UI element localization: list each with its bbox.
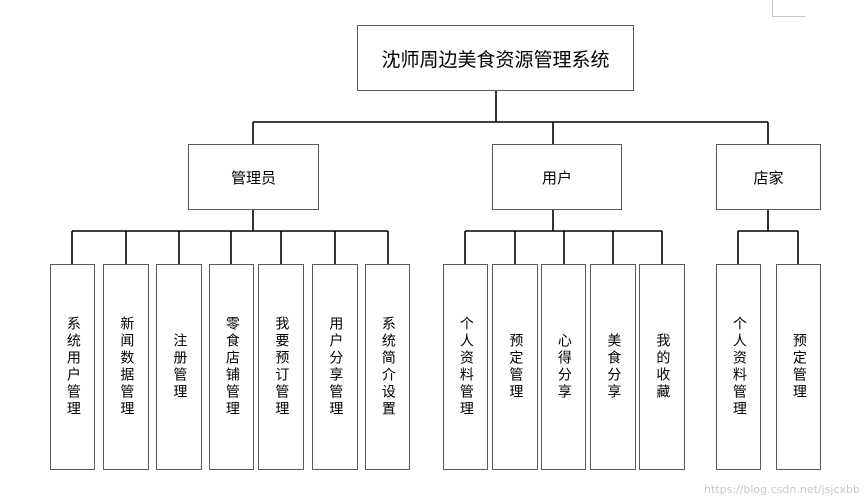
node-user: 用户 [492,144,622,210]
node-merchant: 店家 [716,144,821,210]
node-label: 管理员 [230,168,276,187]
leaf-node: 系统简介设置 [365,264,410,470]
leaf-node: 个人资料管理 [716,264,761,470]
leaf-node: 注册管理 [156,264,202,470]
leaf-label: 我的收藏 [654,333,671,401]
leaf-node: 用户分享管理 [312,264,358,470]
watermark-text: https://blog.csdn.net/jsjcxbb [703,483,860,496]
leaf-node: 零食店铺管理 [209,264,254,470]
leaf-node: 系统用户管理 [50,264,95,470]
leaf-label: 用户分享管理 [327,316,344,418]
leaf-label: 预定管理 [790,333,807,401]
leaf-label: 个人资料管理 [457,316,474,418]
leaf-node: 个人资料管理 [443,264,488,470]
leaf-label: 美食分享 [605,333,622,401]
leaf-label: 预定管理 [507,333,524,401]
leaf-label: 我要预订管理 [273,316,290,418]
root-label: 沈师周边美食资源管理系统 [381,48,610,71]
leaf-node: 心得分享 [541,264,586,470]
leaf-label: 系统用户管理 [64,316,81,418]
leaf-node: 预定管理 [776,264,821,470]
leaf-label: 注册管理 [171,333,188,401]
leaf-node: 我的收藏 [639,264,685,470]
leaf-node: 预定管理 [492,264,538,470]
leaf-label: 新闻数据管理 [118,316,135,418]
root-node: 沈师周边美食资源管理系统 [357,25,634,91]
leaf-label: 零食店铺管理 [223,316,240,418]
corner-mark [772,0,774,16]
corner-mark [772,16,806,18]
node-label: 店家 [753,168,784,187]
leaf-label: 心得分享 [555,333,572,401]
leaf-node: 我要预订管理 [258,264,304,470]
leaf-label: 个人资料管理 [730,316,747,418]
leaf-node: 美食分享 [590,264,636,470]
leaf-label: 系统简介设置 [379,316,396,418]
node-label: 用户 [541,168,572,187]
leaf-node: 新闻数据管理 [103,264,149,470]
node-admin: 管理员 [188,144,319,210]
